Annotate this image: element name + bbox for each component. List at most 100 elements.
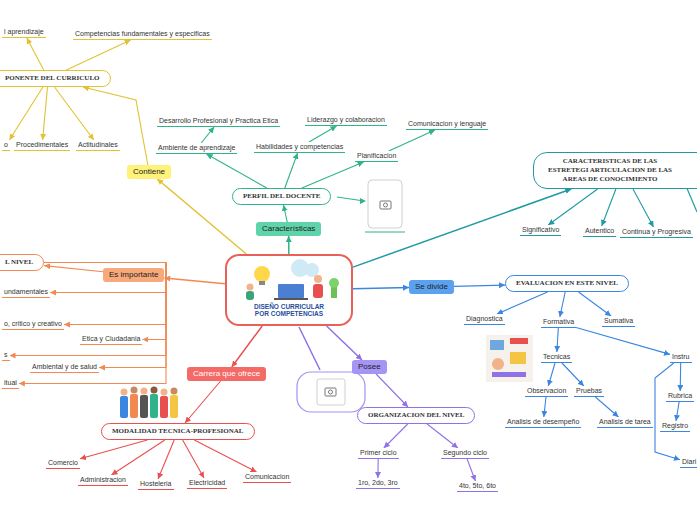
- subtopic: Liderazgo y colaboracion: [305, 115, 387, 126]
- arrowhead: [360, 198, 366, 204]
- subtopic: Tecnicas: [541, 352, 572, 363]
- subtopic: Electricidad: [187, 478, 227, 489]
- subtopic: 1ro, 2do, 3ro: [356, 478, 400, 489]
- node-text: Comunicacion: [245, 472, 289, 481]
- node-text: Etica y Ciudadania: [82, 334, 140, 343]
- node-text: Ambiental y de salud: [32, 362, 97, 371]
- body: [120, 396, 128, 418]
- connector-line: [579, 292, 612, 316]
- photo-frame: [368, 180, 402, 228]
- camera-icon: [325, 388, 336, 396]
- topic-heading: EVALUACION EN ESTE NIVEL: [505, 275, 629, 292]
- connector-line: [80, 440, 147, 459]
- topic-heading: PERFIL DEL DOCENTE: [232, 188, 331, 205]
- connector-line: [680, 363, 682, 391]
- connector-line: [44, 263, 166, 325]
- node-text: Pruebas: [576, 386, 602, 395]
- node-text: DISEÑO CURRICULAR POR COMPETENCIAS: [251, 303, 327, 317]
- node-text: l aprendizaje: [4, 27, 44, 36]
- connector-line: [44, 263, 166, 293]
- subtopic: Planificacion: [355, 151, 398, 162]
- node-text: itual: [4, 378, 17, 387]
- connector-line: [43, 87, 48, 140]
- connector-line: [427, 424, 458, 448]
- node-text: Administracion: [80, 475, 126, 484]
- subtopic: Observacion: [525, 386, 568, 397]
- connector-line: [454, 285, 505, 286]
- head: [151, 387, 158, 394]
- camera-icon: [380, 201, 391, 209]
- topic-heading: MODALIDAD TECNICA-PROFESIONAL: [101, 423, 255, 440]
- node-text: Desarrollo Profesional y Practica Etica: [159, 116, 278, 125]
- subtopic: undamentales: [2, 287, 50, 298]
- node-text: Instru: [672, 352, 690, 361]
- branch-label: Posee: [352, 360, 387, 374]
- subtopic: Procedimentales: [14, 140, 70, 151]
- subtopic: o: [2, 140, 10, 151]
- node-text: Hosteleria: [140, 479, 172, 488]
- topic-heading: CARACTERISTICAS DE LAS ESTRETEGI ARTICUL…: [533, 152, 697, 189]
- picture-ground: [486, 335, 533, 382]
- node-text: Planificacion: [357, 151, 396, 160]
- subtopic: Analisis de tarea: [597, 417, 653, 428]
- subtopic: Sumativa: [602, 316, 635, 327]
- connector-line: [676, 402, 679, 421]
- bulb-base: [259, 281, 265, 285]
- subtopic: Comunicacion y lenguaje: [406, 119, 488, 130]
- connector-line: [185, 381, 221, 423]
- central-ground: [226, 255, 352, 325]
- central-topic: DISEÑO CURRICULAR POR COMPETENCIAS: [225, 254, 353, 326]
- branch-label: Contiene: [127, 165, 171, 179]
- node-text: Comercio: [48, 458, 78, 467]
- leader-line: [337, 197, 364, 201]
- subtopic: Actitudinales: [76, 140, 120, 151]
- node-text: Características: [262, 224, 315, 234]
- subtopic: Diari: [680, 457, 697, 468]
- connector-line: [207, 154, 267, 188]
- branch-label: Es importante: [103, 268, 164, 282]
- node-text: Continua y Progresiva: [622, 227, 691, 236]
- connector-line: [595, 397, 618, 417]
- node-text: Liderazgo y colaboracion: [307, 115, 385, 124]
- node-text: Autentico: [585, 226, 614, 235]
- subtopic: Instru: [670, 352, 692, 363]
- subtopic: Administracion: [78, 475, 128, 486]
- node-text: Observacion: [527, 386, 566, 395]
- node-text: s: [4, 350, 8, 359]
- node-text: Procedimentales: [16, 140, 68, 149]
- connector-line: [655, 363, 680, 460]
- subtopic: l aprendizaje: [2, 27, 46, 38]
- topic-heading: ORGANIZACION DEL NIVEL: [357, 407, 475, 424]
- subtopic: Habilidades y competencias: [254, 142, 345, 153]
- connector-line: [497, 292, 548, 314]
- photo-inner: [317, 379, 345, 405]
- people-illustration: [120, 387, 178, 419]
- node-text: Analisis de tarea: [599, 417, 651, 426]
- node-text: Tecnicas: [543, 352, 570, 361]
- node-text: Contiene: [133, 167, 165, 177]
- node-text: EVALUACION EN ESTE NIVEL: [516, 279, 618, 288]
- connector-line: [284, 205, 288, 222]
- connector-line: [377, 459, 378, 478]
- connector-line: [548, 189, 597, 225]
- node-text: ORGANIZACION DEL NIVEL: [368, 411, 464, 420]
- central-illustration: [226, 255, 352, 325]
- connector-line: [384, 424, 408, 448]
- subtopic: o, critico y creativo: [2, 319, 64, 330]
- node-text: Se divide: [415, 282, 448, 292]
- connector-line: [544, 397, 546, 417]
- body: [160, 396, 168, 418]
- picture-item: [490, 340, 504, 350]
- node-text: o: [4, 140, 8, 149]
- connector-line: [44, 266, 103, 272]
- node-text: Analisis de desempeño: [507, 417, 579, 426]
- subtopic: Ambiente de aprendizaje: [156, 143, 237, 154]
- connector-line: [327, 326, 362, 360]
- body: [130, 394, 138, 418]
- head: [131, 387, 138, 394]
- subtopic: Competencias fundamentales y especificas: [73, 29, 212, 40]
- subtopic: Analisis de desempeño: [505, 417, 581, 428]
- subtopic: Rubrica: [666, 391, 694, 402]
- leader-line: [299, 327, 320, 370]
- node-text: Carrera que ofrece: [193, 369, 260, 379]
